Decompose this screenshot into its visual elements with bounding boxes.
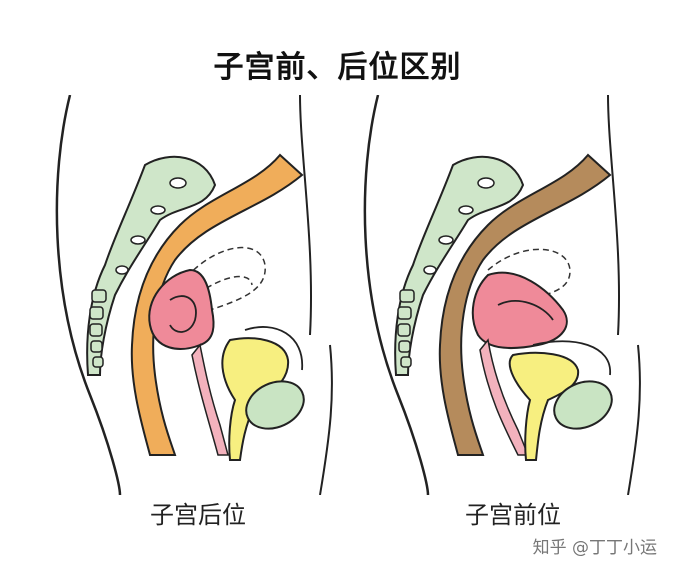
diagram-anteverted-uterus xyxy=(338,95,668,495)
page-title: 子宫前、后位区别 xyxy=(213,50,462,85)
diagram-retroverted-uterus xyxy=(30,95,360,495)
caption-anteverted: 子宫前位 xyxy=(465,501,561,529)
watermark: 知乎 @丁丁小运 xyxy=(532,538,657,558)
caption-retroverted: 子宫后位 xyxy=(150,501,246,529)
